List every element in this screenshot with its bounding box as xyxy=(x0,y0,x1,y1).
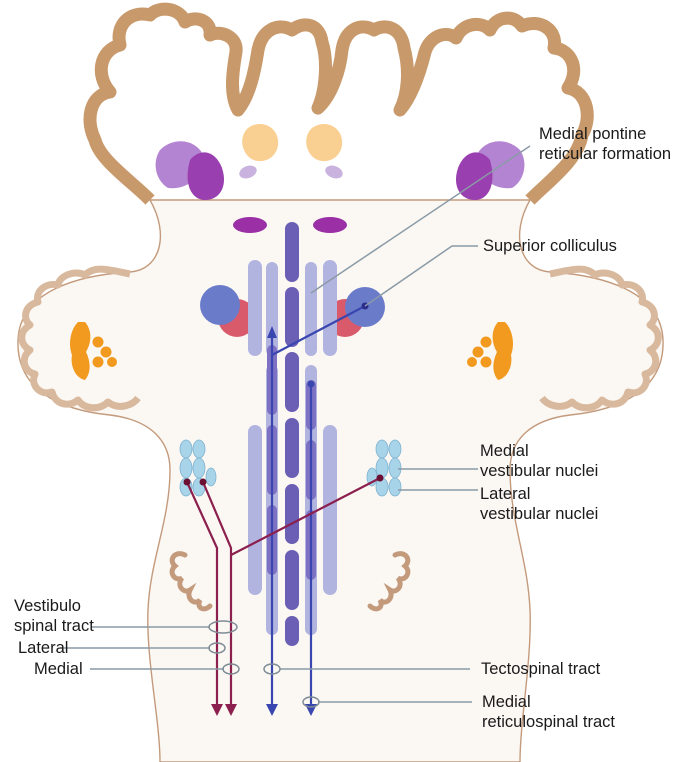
label-tectospinal-tract: Tectospinal tract xyxy=(481,660,601,678)
cerebral-cortex xyxy=(83,2,594,205)
reticular-formation-columns xyxy=(248,222,337,646)
leader-medial-pontine xyxy=(310,145,531,294)
right-vestibular-dot xyxy=(376,474,384,482)
vestibulospinal-tract-lines xyxy=(185,477,381,712)
left-vestibular-dot-2 xyxy=(199,478,207,486)
right-peach-nucleus xyxy=(306,124,343,162)
left-small-nucleus xyxy=(239,165,257,179)
left-cerebellum-outline xyxy=(18,265,141,412)
right-lower-olive-outline xyxy=(367,551,411,612)
label-medial-pontine-reticular-formation: Medial pontine reticular formation xyxy=(539,124,671,164)
left-peach-nucleus xyxy=(242,124,279,162)
label-line-1: Medial pontine xyxy=(539,125,647,143)
label-superior-colliculus: Superior colliculus xyxy=(483,237,617,255)
left-vestibular-dot-1 xyxy=(183,478,191,486)
left-olive xyxy=(70,322,117,380)
right-red-nucleus xyxy=(313,217,347,233)
left-purple-nucleus-dark xyxy=(187,152,225,200)
label-medial-reticulospinal-tract: Medial reticulospinal tract xyxy=(482,693,615,731)
tectospinal-down-arrow xyxy=(266,704,278,716)
label-medial-vestibular-nuclei: Medial vestibular nuclei xyxy=(480,442,599,480)
leader-lines xyxy=(60,145,531,703)
reticulospinal-origin-dot xyxy=(307,380,315,388)
tectospinal-tract-line xyxy=(270,305,366,712)
right-purple-nucleus-dark xyxy=(455,152,493,200)
label-lateral-vestibular-nuclei: Lateral vestibular nuclei xyxy=(480,485,599,523)
label-line-2: reticular formation xyxy=(539,145,672,163)
right-olive xyxy=(467,322,513,380)
left-colliculus-blue xyxy=(200,285,240,325)
right-cerebellum-outline xyxy=(539,265,662,412)
right-small-nucleus xyxy=(325,165,343,179)
tract-cross-sections xyxy=(208,620,320,708)
right-vestibular-nuclei xyxy=(366,439,402,497)
lateral-vestibulo-arrow xyxy=(211,704,223,716)
left-red-nucleus xyxy=(233,217,267,233)
medial-vestibulo-arrow xyxy=(225,704,237,716)
leader-superior-colliculus xyxy=(364,245,478,307)
label-vestibulospinal-tract: Vestibulo spinal tract xyxy=(14,597,94,635)
label-medial: Medial xyxy=(34,660,83,678)
left-vestibular-nuclei xyxy=(179,439,217,497)
label-lateral: Lateral xyxy=(18,639,69,657)
left-lower-olive-outline xyxy=(169,551,213,612)
tectospinal-up-arrow xyxy=(267,326,277,338)
